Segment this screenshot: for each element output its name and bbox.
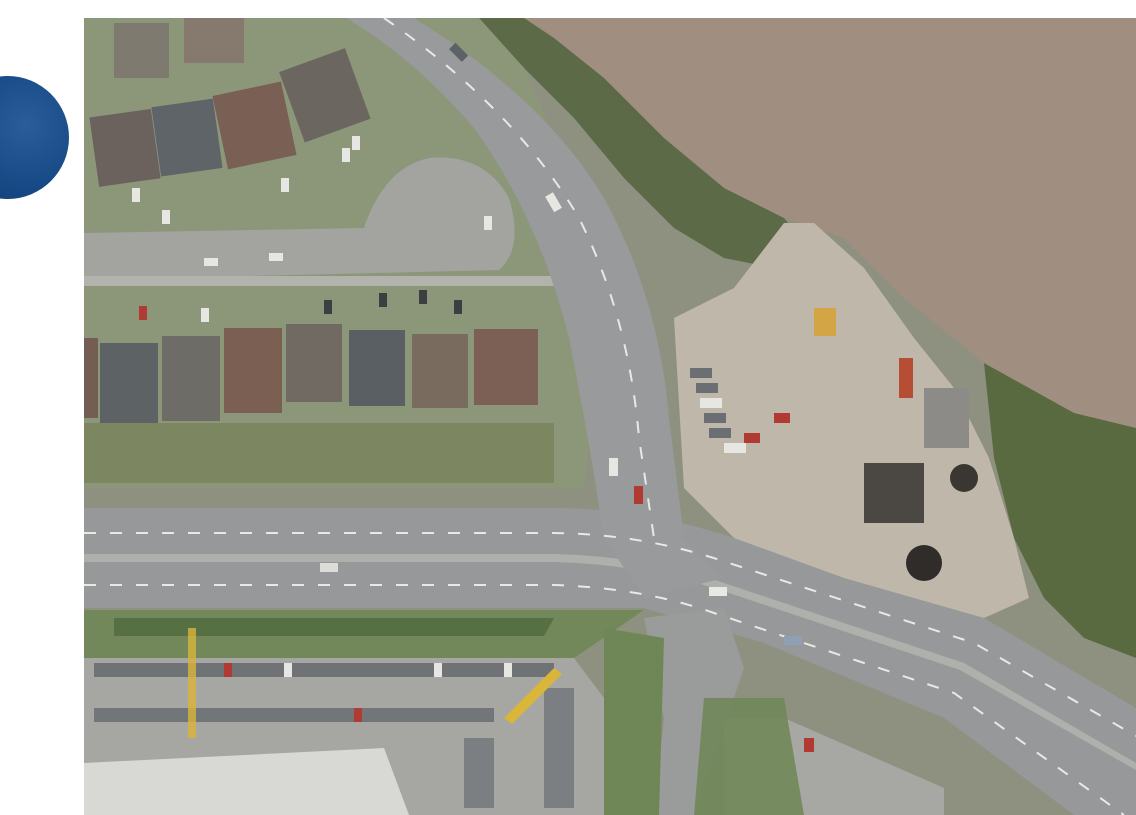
circle-nav-icon	[0, 76, 69, 199]
shaft-1	[950, 464, 978, 492]
tree-row	[114, 618, 554, 636]
parked-car-red	[804, 738, 814, 752]
map-nav-button[interactable]	[0, 70, 75, 205]
commercial-building	[84, 748, 409, 815]
sidewalk	[84, 276, 554, 286]
gravel-pile	[924, 388, 969, 448]
parked-cars-site	[690, 368, 790, 453]
map-view[interactable]	[84, 18, 1136, 815]
side-road	[346, 18, 724, 598]
moving-cars	[320, 42, 802, 645]
tree-line	[479, 18, 804, 268]
grass-area-south	[694, 698, 804, 815]
crosswalk-2	[504, 668, 562, 724]
parked-cars-residential	[132, 136, 492, 322]
site-equipment-2	[899, 358, 913, 398]
excavation-pit	[864, 463, 924, 523]
lane-markings	[84, 18, 1136, 815]
houses-top-row	[89, 18, 371, 187]
grass-area-east	[604, 628, 664, 815]
site-equipment	[814, 308, 836, 336]
houses-middle-row	[84, 324, 538, 423]
field	[524, 18, 1136, 428]
south-road	[644, 608, 744, 815]
shaft-2	[906, 545, 942, 581]
crosswalk	[188, 628, 196, 738]
backyards	[84, 423, 554, 483]
woods	[984, 363, 1136, 658]
cul-de-sac	[84, 157, 515, 280]
aerial-map	[84, 18, 1136, 815]
construction-site	[674, 223, 1029, 618]
